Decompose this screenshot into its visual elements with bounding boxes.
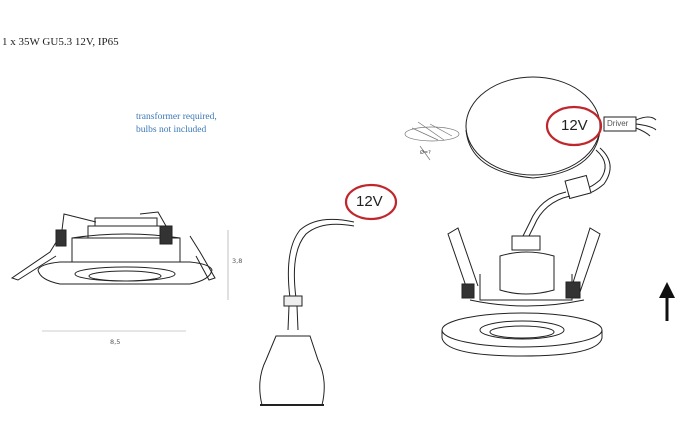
spec-line: 1 x 35W GU5.3 12V, IP65 xyxy=(2,36,119,48)
voltage-label-right: 12V xyxy=(561,117,588,134)
fixture-exploded-view xyxy=(441,227,603,357)
note-line-2: bulbs not included xyxy=(136,125,207,135)
installation-note: transformer required, bulbs not included xyxy=(136,111,217,137)
driver-label: Driver xyxy=(607,119,629,128)
highlight-circle-mid xyxy=(344,183,398,221)
height-dimension-label: 3,8 xyxy=(232,257,243,265)
voltage-label-mid: 12V xyxy=(356,193,383,210)
cutout-diameter-label: Ø=? xyxy=(420,150,431,156)
driver-cable xyxy=(521,147,611,239)
note-line-1: transformer required, xyxy=(136,112,217,122)
cutout-symbol xyxy=(404,121,460,161)
fixture-side-view xyxy=(10,211,229,332)
arrow-up-icon xyxy=(659,282,675,321)
highlight-circle-right xyxy=(545,105,603,147)
bulb-with-wire xyxy=(259,218,355,406)
width-dimension-label: 8,5 xyxy=(110,338,121,346)
